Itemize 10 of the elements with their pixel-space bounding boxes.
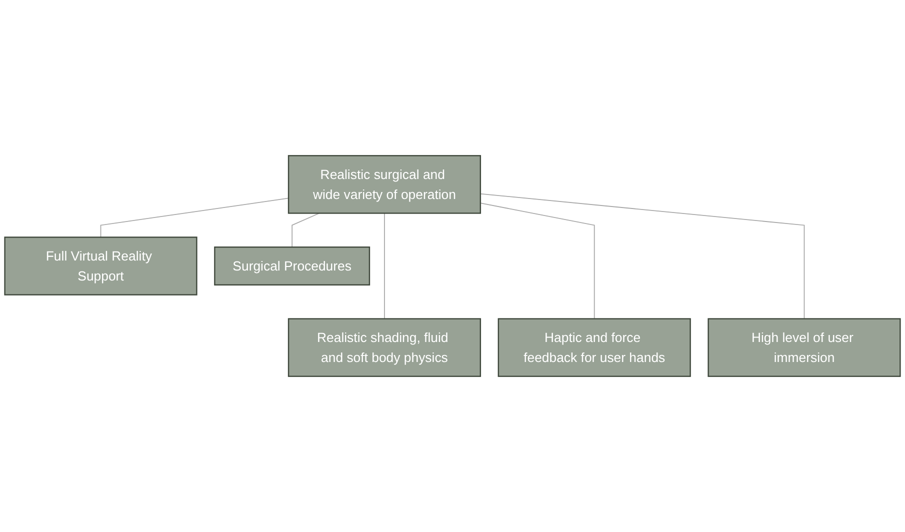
node-box — [288, 155, 482, 214]
node-box — [4, 236, 198, 296]
connector — [480, 202, 595, 320]
node-box — [288, 318, 482, 377]
node-box — [708, 318, 901, 377]
connector — [480, 193, 805, 320]
node-box — [214, 246, 370, 286]
connector — [384, 212, 385, 320]
connector — [100, 198, 289, 238]
node-box — [498, 318, 691, 377]
